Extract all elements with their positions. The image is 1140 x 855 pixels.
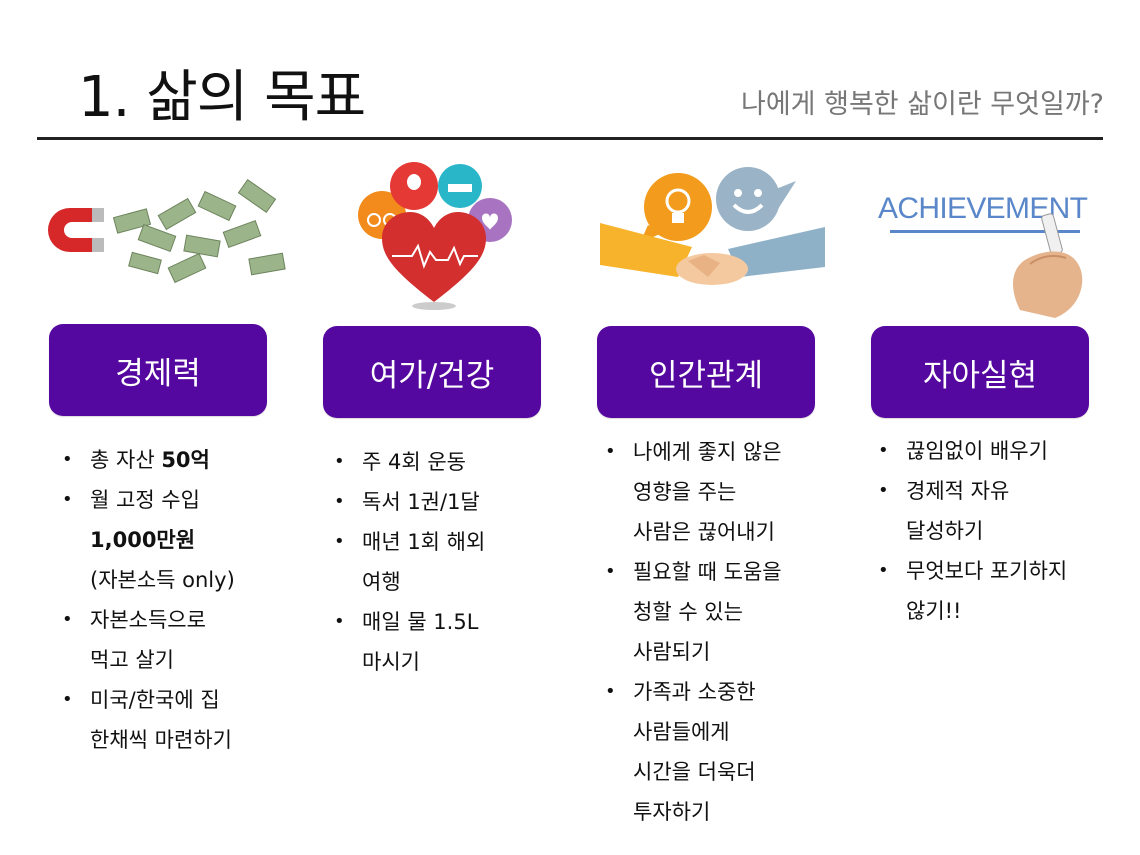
bullet-text: 총 자산 [90, 448, 162, 472]
bullet-text: 무엇보다 포기하지 [906, 559, 1068, 583]
bullet-text: 월 고정 수입 [90, 488, 200, 512]
list-item: 월 고정 수입 1,000만원 (자본소득 only) [62, 480, 235, 600]
bullet-text: 투자하기 [633, 800, 711, 824]
bullet-line: 자본소득으로 [90, 600, 235, 640]
achievement-image-text: ACHIEVEMENT [878, 192, 1088, 225]
bullet-text-bold: 50억 [161, 448, 210, 472]
bullet-line: 주 4회 운동 [362, 442, 485, 482]
bullet-line: 시간을 더욱더 [633, 752, 782, 792]
list-item: 끊임없이 배우기 [878, 431, 1067, 471]
category-badge-relationships: 인간관계 [597, 326, 815, 418]
bullet-text: 여행 [362, 570, 401, 594]
bullet-line: 사람되기 [633, 632, 782, 672]
bullet-text: 사람은 끊어내기 [633, 520, 775, 544]
bullet-line: 투자하기 [633, 792, 782, 832]
page-subtitle: 나에게 행복한 삶이란 무엇일까? [741, 89, 1104, 120]
bullet-line: 한채씩 마련하기 [90, 720, 235, 760]
title-divider [37, 137, 1103, 140]
list-item: 매일 물 1.5L 마시기 [334, 602, 485, 682]
bullet-text-bold: 1,000만원 [90, 528, 196, 552]
bullet-text: 한채씩 마련하기 [90, 728, 232, 752]
bullet-line: 마시기 [362, 642, 485, 682]
bullet-line: 청할 수 있는 [633, 592, 782, 632]
bullet-text: 영향을 주는 [633, 480, 737, 504]
bullet-list-leisure-health: 주 4회 운동독서 1권/1달매년 1회 해외여행매일 물 1.5L 마시기 [334, 442, 485, 682]
bullet-line: 월 고정 수입 [90, 480, 235, 520]
bullet-text: 달성하기 [906, 519, 984, 543]
bullet-text: 매년 1회 해외 [362, 530, 486, 554]
bullet-line: 달성하기 [906, 511, 1067, 551]
bullet-text: 먹고 살기 [90, 648, 174, 672]
category-badge-self-actualization: 자아실현 [871, 326, 1089, 418]
bullet-line: 1,000만원 [90, 520, 235, 560]
bullet-line: 무엇보다 포기하지 [906, 551, 1067, 591]
bullet-text: 시간을 더욱더 [633, 760, 756, 784]
bullet-text: 미국/한국에 집 [90, 688, 220, 712]
bullet-line: 사람들에게 [633, 712, 782, 752]
bullet-text: (자본소득 only) [90, 568, 235, 592]
money-magnet-icon [40, 168, 290, 293]
list-item: 독서 1권/1달 [334, 482, 485, 522]
bullet-text: 독서 1권/1달 [362, 490, 480, 514]
bullet-text: 청할 수 있는 [633, 600, 743, 624]
bullet-line: 매년 1회 해외 [362, 522, 485, 562]
list-item: 주 4회 운동 [334, 442, 485, 482]
achievement-icon: ACHIEVEMENT [870, 180, 1100, 320]
bullet-line: 영향을 주는 [633, 472, 782, 512]
bullet-line: (자본소득 only) [90, 560, 235, 600]
bullet-text: 사람들에게 [633, 720, 730, 744]
bullet-text: 경제적 자유 [906, 479, 1010, 503]
bullet-text: 마시기 [362, 650, 420, 674]
bullet-line: 사람은 끊어내기 [633, 512, 782, 552]
bullet-line: 총 자산 50억 [90, 440, 235, 480]
bullet-line: 먹고 살기 [90, 640, 235, 680]
bullet-line: 경제적 자유 [906, 471, 1067, 511]
page-title: 1. 삶의 목표 [78, 65, 366, 130]
bullet-line: 여행 [362, 562, 485, 602]
handshake-icon [600, 165, 825, 300]
bullet-line: 가족과 소중한 [633, 672, 782, 712]
bullet-line: 매일 물 1.5L [362, 602, 485, 642]
bullet-line: 끊임없이 배우기 [906, 431, 1067, 471]
bullet-text: 필요할 때 도움을 [633, 560, 782, 584]
bullet-text: 주 4회 운동 [362, 450, 466, 474]
bullet-line: 나에게 좋지 않은 [633, 432, 782, 472]
bullet-line: 독서 1권/1달 [362, 482, 485, 522]
bullet-list-economy: 총 자산 50억월 고정 수입 1,000만원 (자본소득 only) 자본소득으로먹… [62, 440, 235, 760]
category-badge-economy: 경제력 [49, 324, 267, 416]
bullet-text: 자본소득으로 [90, 608, 206, 632]
bullet-line: 미국/한국에 집 [90, 680, 235, 720]
bullet-text: 않기!! [906, 599, 962, 623]
list-item: 총 자산 50억 [62, 440, 235, 480]
bullet-line: 않기!! [906, 591, 1067, 631]
bullet-text: 사람되기 [633, 640, 711, 664]
bullet-text: 끊임없이 배우기 [906, 439, 1048, 463]
health-heart-icon [352, 160, 517, 312]
bullet-text: 나에게 좋지 않은 [633, 440, 782, 464]
bullet-text: 매일 물 1.5L [362, 610, 479, 634]
bullet-text: 가족과 소중한 [633, 680, 756, 704]
bullet-line: 필요할 때 도움을 [633, 552, 782, 592]
category-badge-leisure-health: 여가/건강 [323, 326, 541, 418]
